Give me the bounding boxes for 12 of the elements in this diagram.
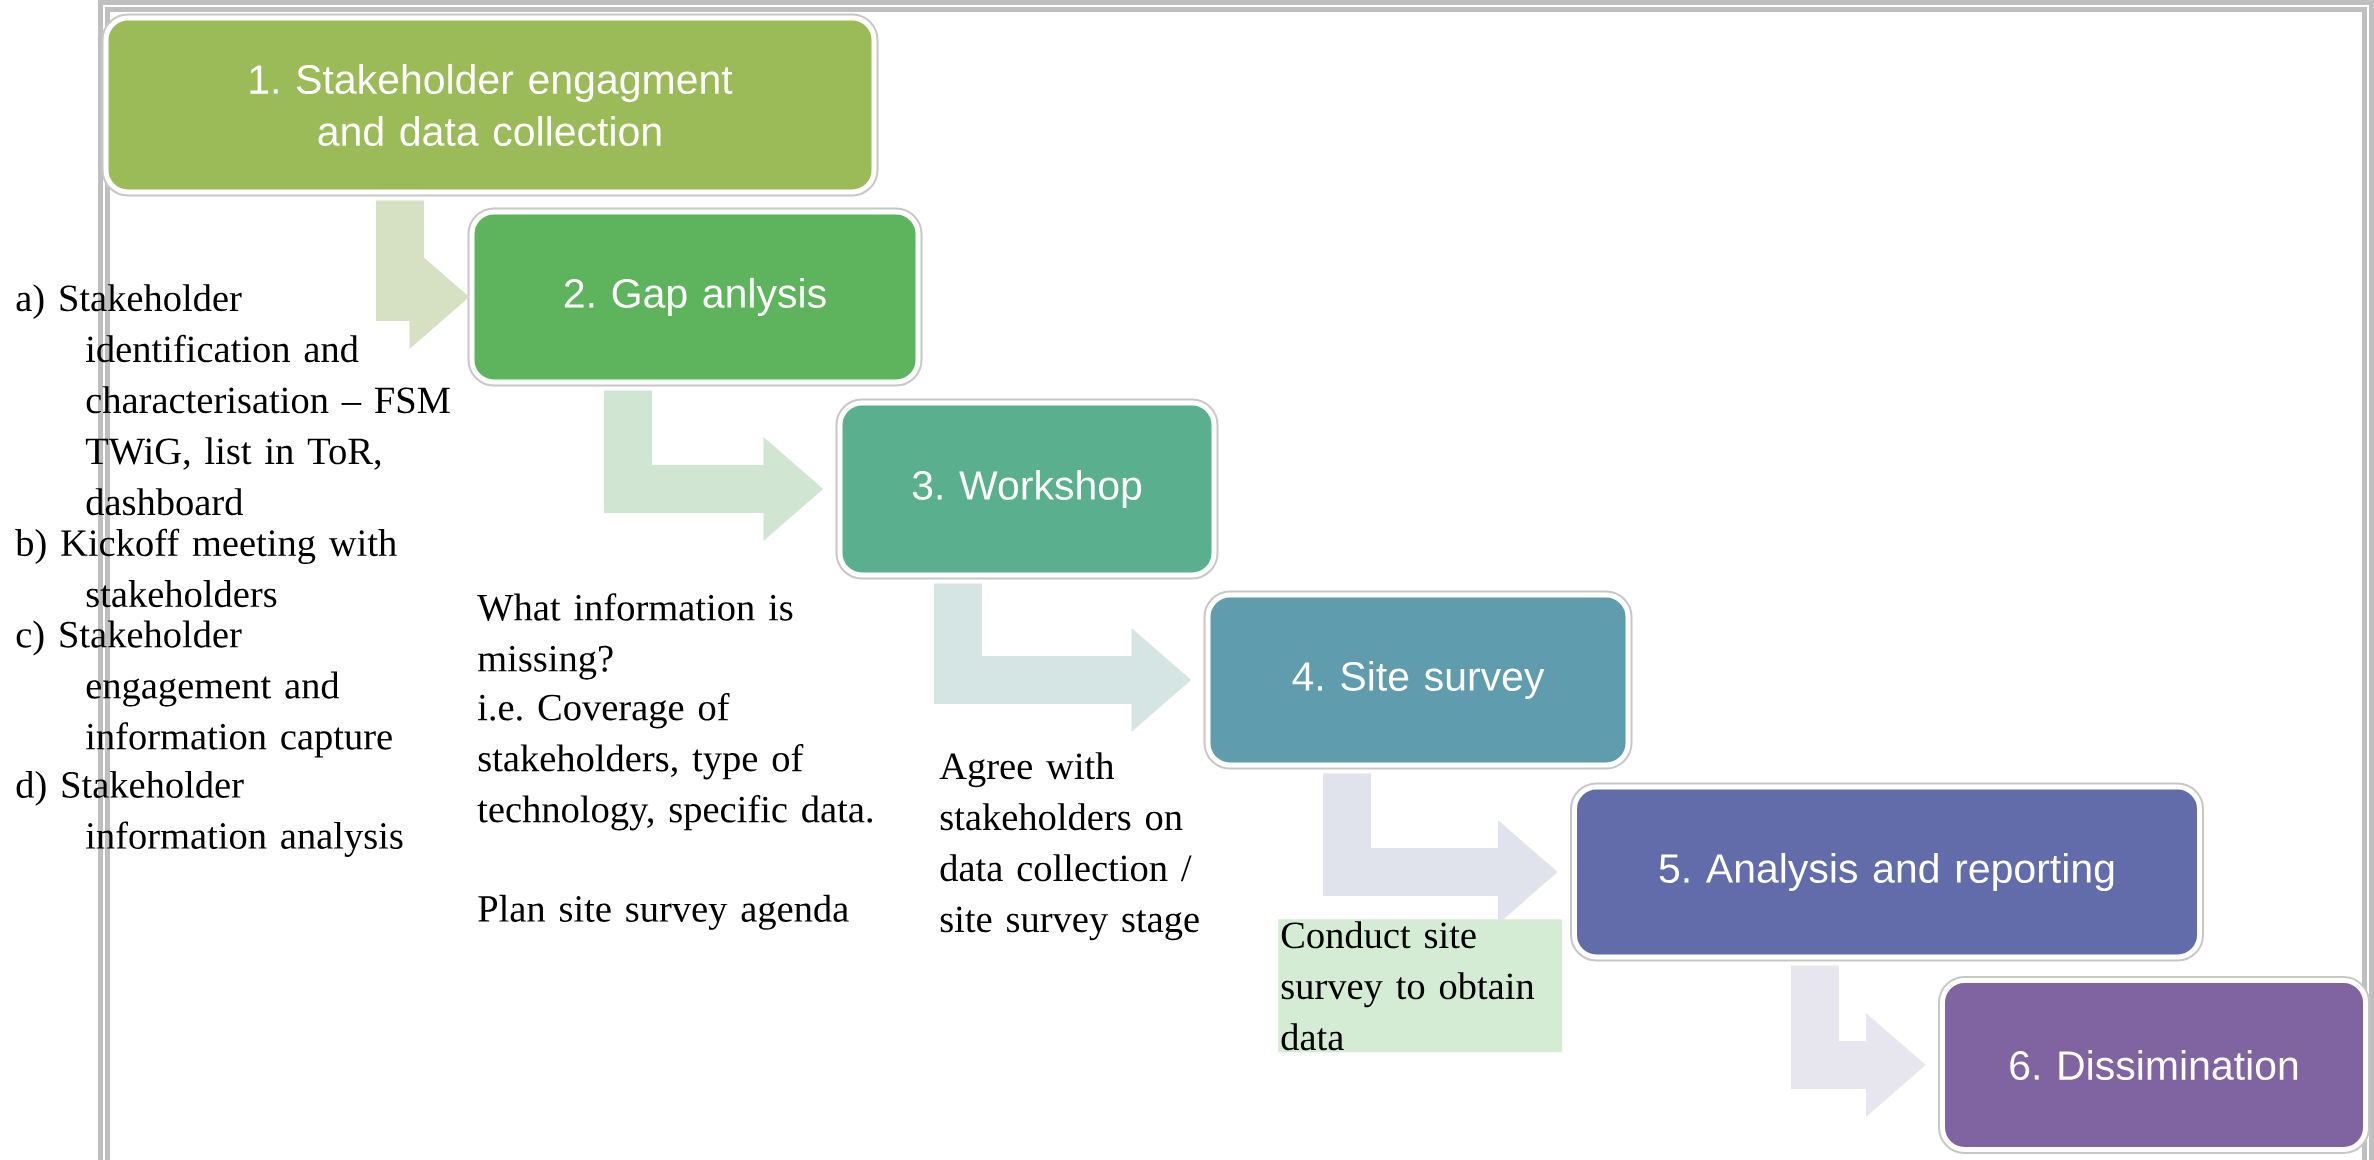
process-box: 1. Stakeholder engagment and data collection — [101, 13, 879, 197]
process-box: 4. Site survey — [1203, 590, 1633, 770]
note-text: What information is missing? — [477, 593, 793, 680]
process-box: 2. Gap anlysis — [467, 207, 923, 387]
note-text: i.e. Coverage of stakeholders, type of technology, specific data. — [477, 693, 873, 831]
list-item: d) Stakeholder information analysis — [16, 770, 403, 857]
note-text: Agree with stakeholders on data collection / site survey stage — [939, 752, 1199, 941]
process-box: 3. Workshop — [835, 398, 1219, 580]
highlighted-note: Conduct site survey to obtain data — [1278, 919, 1563, 1053]
process-box: 6. Dissimination — [1938, 976, 2371, 1154]
note-text: Plan site survey agenda — [478, 894, 849, 930]
process-box: 5. Analysis and reporting — [1570, 782, 2205, 962]
